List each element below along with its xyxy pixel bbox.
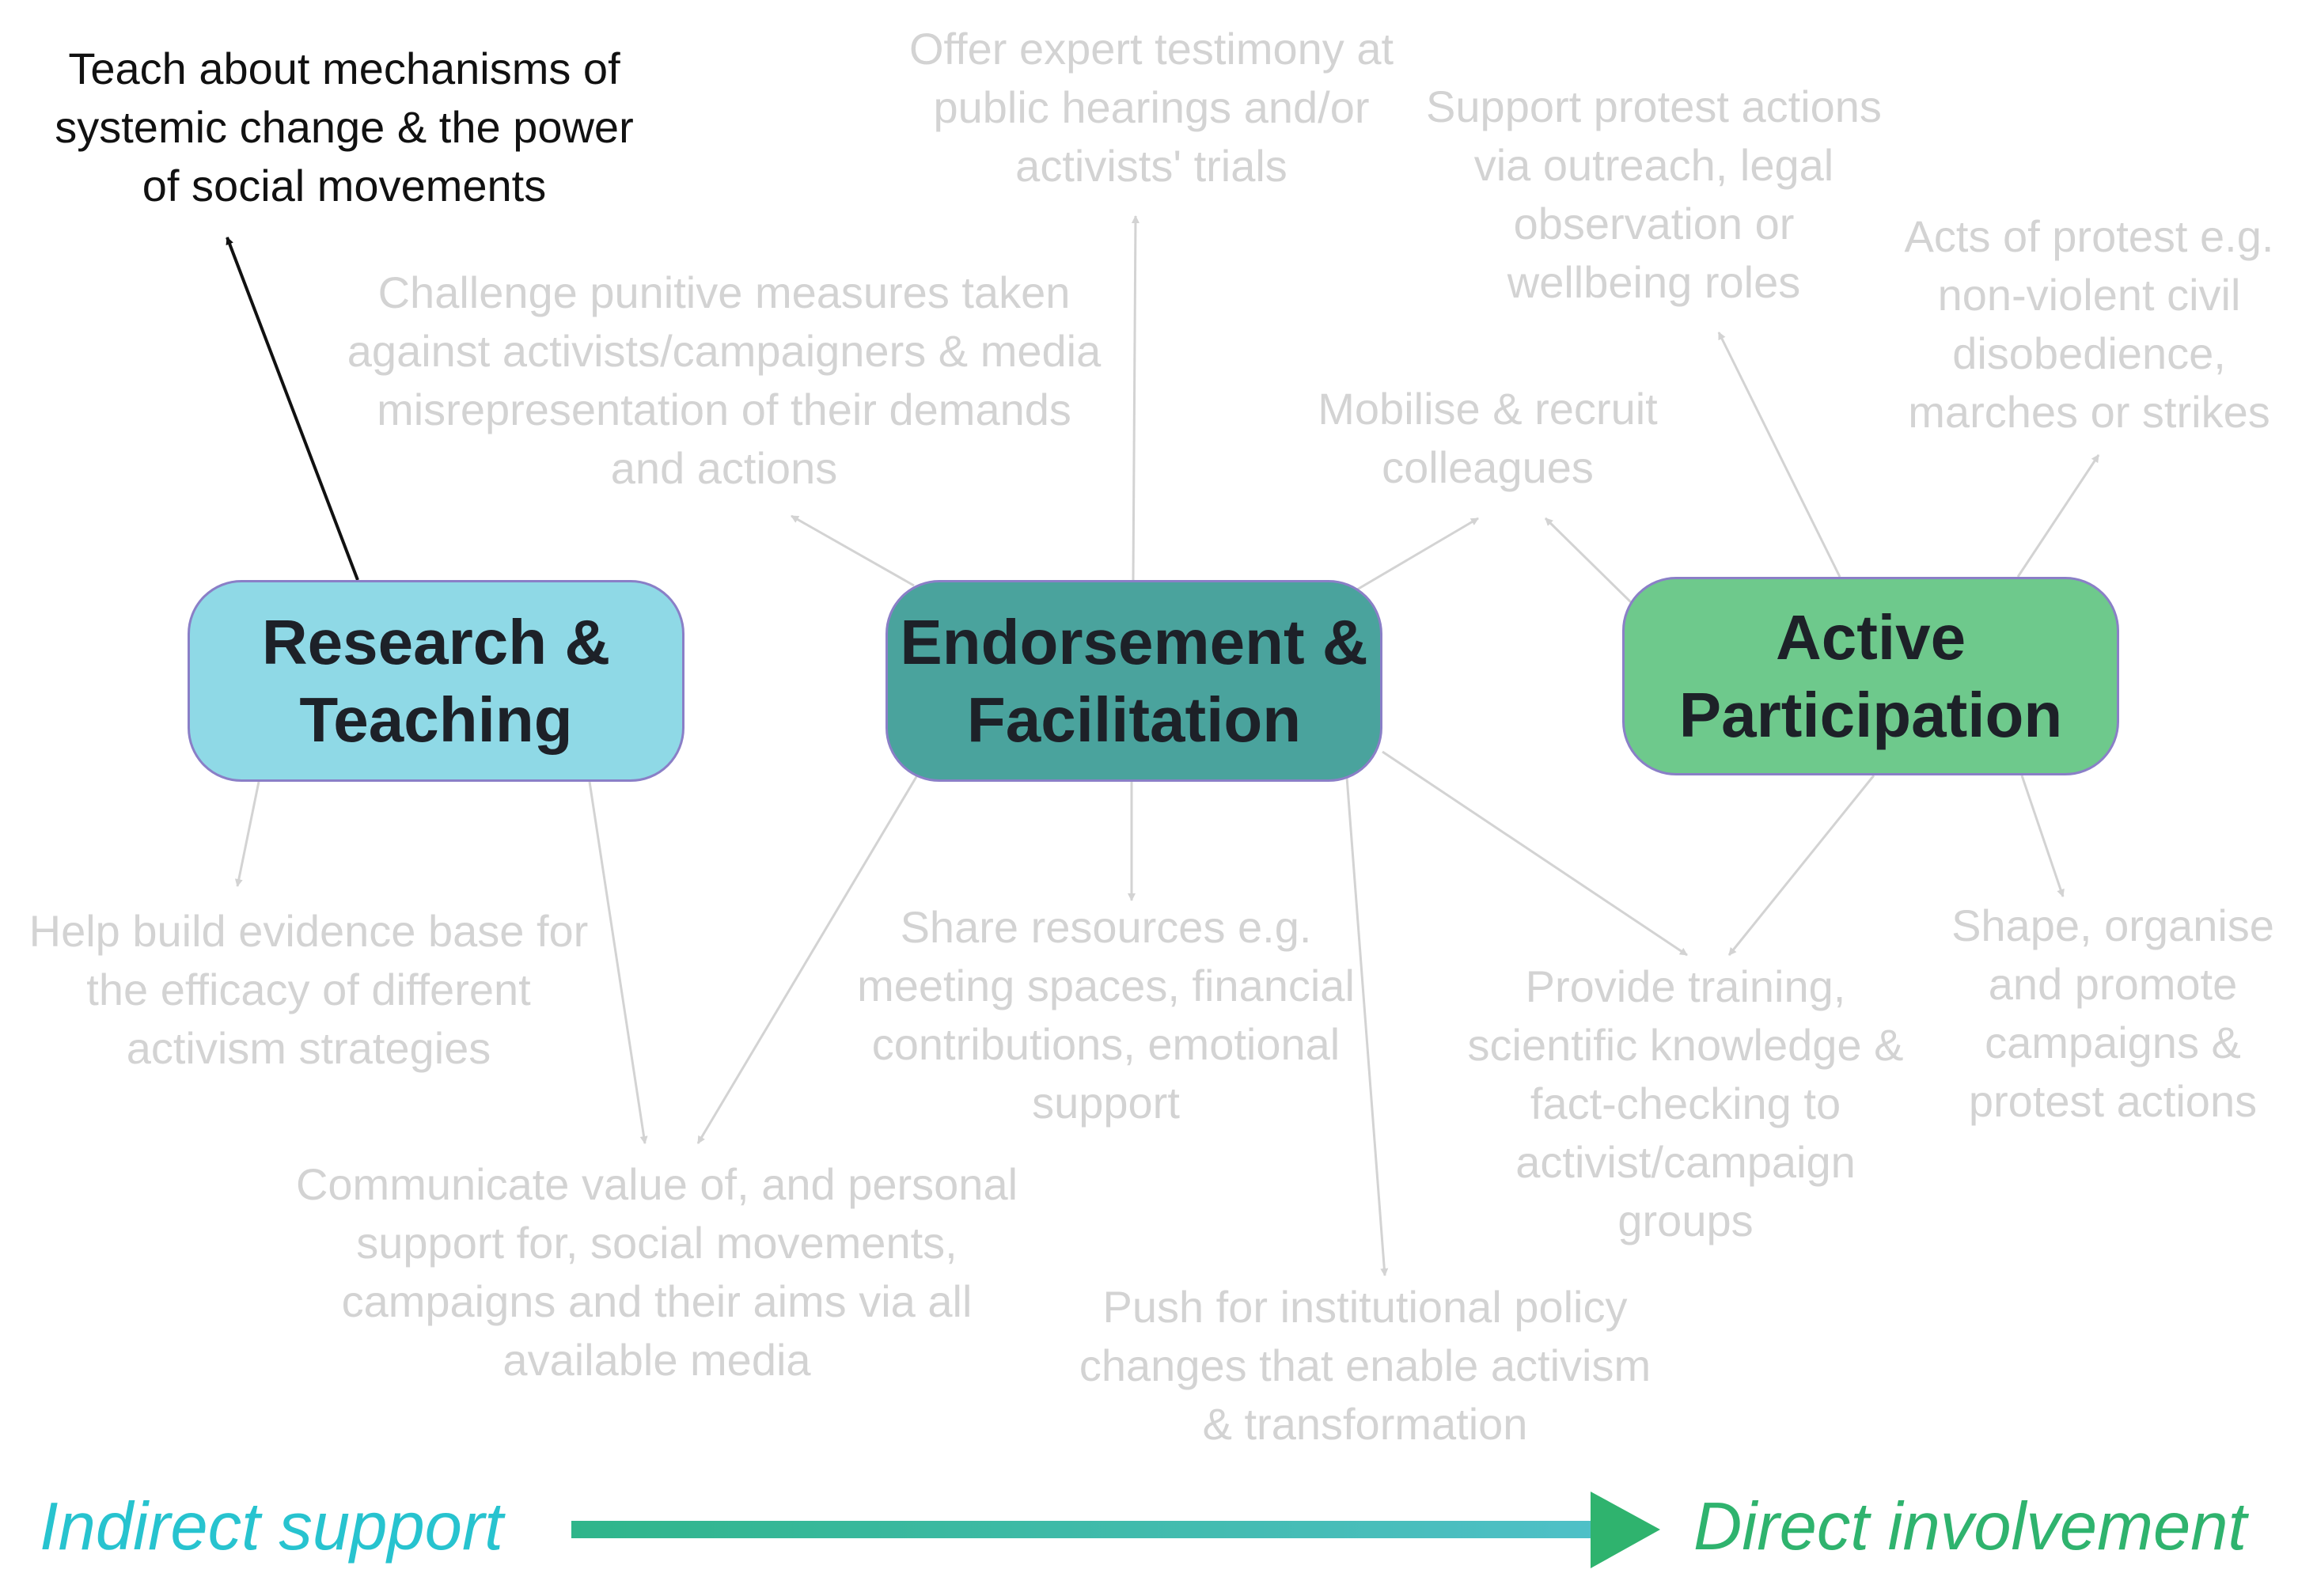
scale-arrow [571,1492,1660,1568]
connector-active-to-support [1717,332,1841,578]
action-support: Support protest actions via outreach, le… [1426,82,1882,307]
category-research-teaching: Research & Teaching [188,580,684,782]
connector-endorse-to-push [1345,776,1389,1276]
connector-research-to-evidence [234,781,260,887]
category-label: Endorsement & Facilitation [900,606,1368,755]
scale-arrow-shaft [571,1521,1600,1538]
category-label: Research & Teaching [261,606,611,755]
action-evidence: Help build evidence base for the efficac… [28,906,589,1073]
connector-endorse-to-communicate [696,771,921,1144]
connector-research-to-teach [226,237,359,581]
action-training: Provide training, scientific knowledge &… [1467,961,1904,1245]
connector-research-to-communicate [588,781,648,1144]
action-mobilise: Mobilise & recruit colleagues [1318,384,1658,492]
action-acts: Acts of protest e.g. non-violent civil d… [1904,211,2274,437]
connector-endorse-to-testimony [1131,215,1140,581]
connector-active-to-shape [2020,775,2065,897]
action-share: Share resources e.g. meeting spaces, fin… [857,902,1355,1128]
connector-endorse-to-mobilise [1356,517,1479,591]
connector-endorse-to-training [1382,750,1688,957]
category-active-participation: Active Participation [1622,577,2119,775]
category-label: Active Participation [1678,601,2063,750]
action-teach: Teach about mechanisms of systemic chang… [55,44,634,210]
action-communicate: Communicate value of, and personal suppo… [295,1159,1018,1385]
scale-label-direct: Direct involvement [1693,1489,2247,1564]
connector-arrows [226,215,2100,1276]
connector-active-to-mobilise [1544,517,1636,607]
connector-active-to-acts [2016,454,2100,578]
action-testimony: Offer expert testimony at public hearing… [908,24,1394,191]
scale-label-indirect: Indirect support [40,1489,503,1564]
category-endorsement-facilitation: Endorsement & Facilitation [885,580,1382,782]
scale-arrow-head [1591,1492,1660,1568]
action-push: Push for institutional policy changes th… [1079,1282,1651,1449]
connector-active-to-training [1727,775,1875,956]
connector-endorse-to-challenge [791,514,915,587]
action-challenge: Challenge punitive measures taken agains… [347,267,1102,493]
action-shape: Shape, organise and promote campaigns & … [1951,900,2274,1126]
